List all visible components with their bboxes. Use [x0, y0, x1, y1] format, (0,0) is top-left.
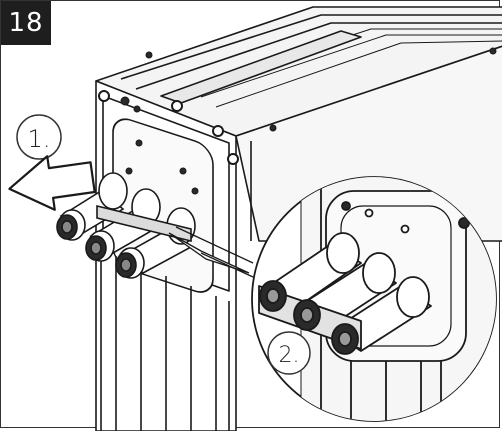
removal-arrow [8, 155, 96, 211]
screw-heads [98, 47, 497, 195]
callout-1-label: 1. [28, 125, 51, 153]
callout-2: 2. [267, 331, 311, 375]
callout-2-label: 2. [279, 343, 300, 368]
callout-1: 1. [16, 114, 62, 160]
pipe-fittings [56, 172, 196, 279]
zoom-detail [251, 176, 497, 422]
zoom-leader-lines [168, 226, 254, 278]
step-number-badge: 18 [1, 1, 51, 45]
